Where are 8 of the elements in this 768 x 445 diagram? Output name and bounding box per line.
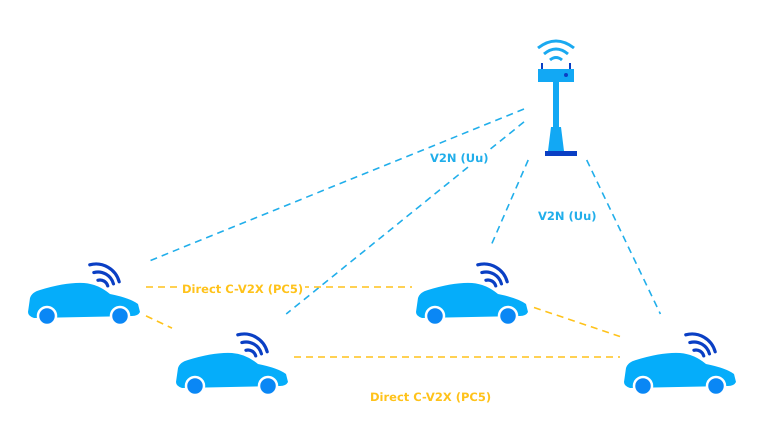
dashed-connector: [294, 356, 620, 358]
dashed-connector: [534, 306, 620, 338]
dashed-connector: [490, 160, 529, 244]
edge-label: Direct C-V2X (PC5): [368, 390, 494, 404]
dashed-connector: [286, 121, 524, 315]
dashed-connector: [146, 315, 172, 329]
dashed-connector: [586, 160, 662, 314]
edge-label: Direct C-V2X (PC5): [180, 282, 306, 296]
